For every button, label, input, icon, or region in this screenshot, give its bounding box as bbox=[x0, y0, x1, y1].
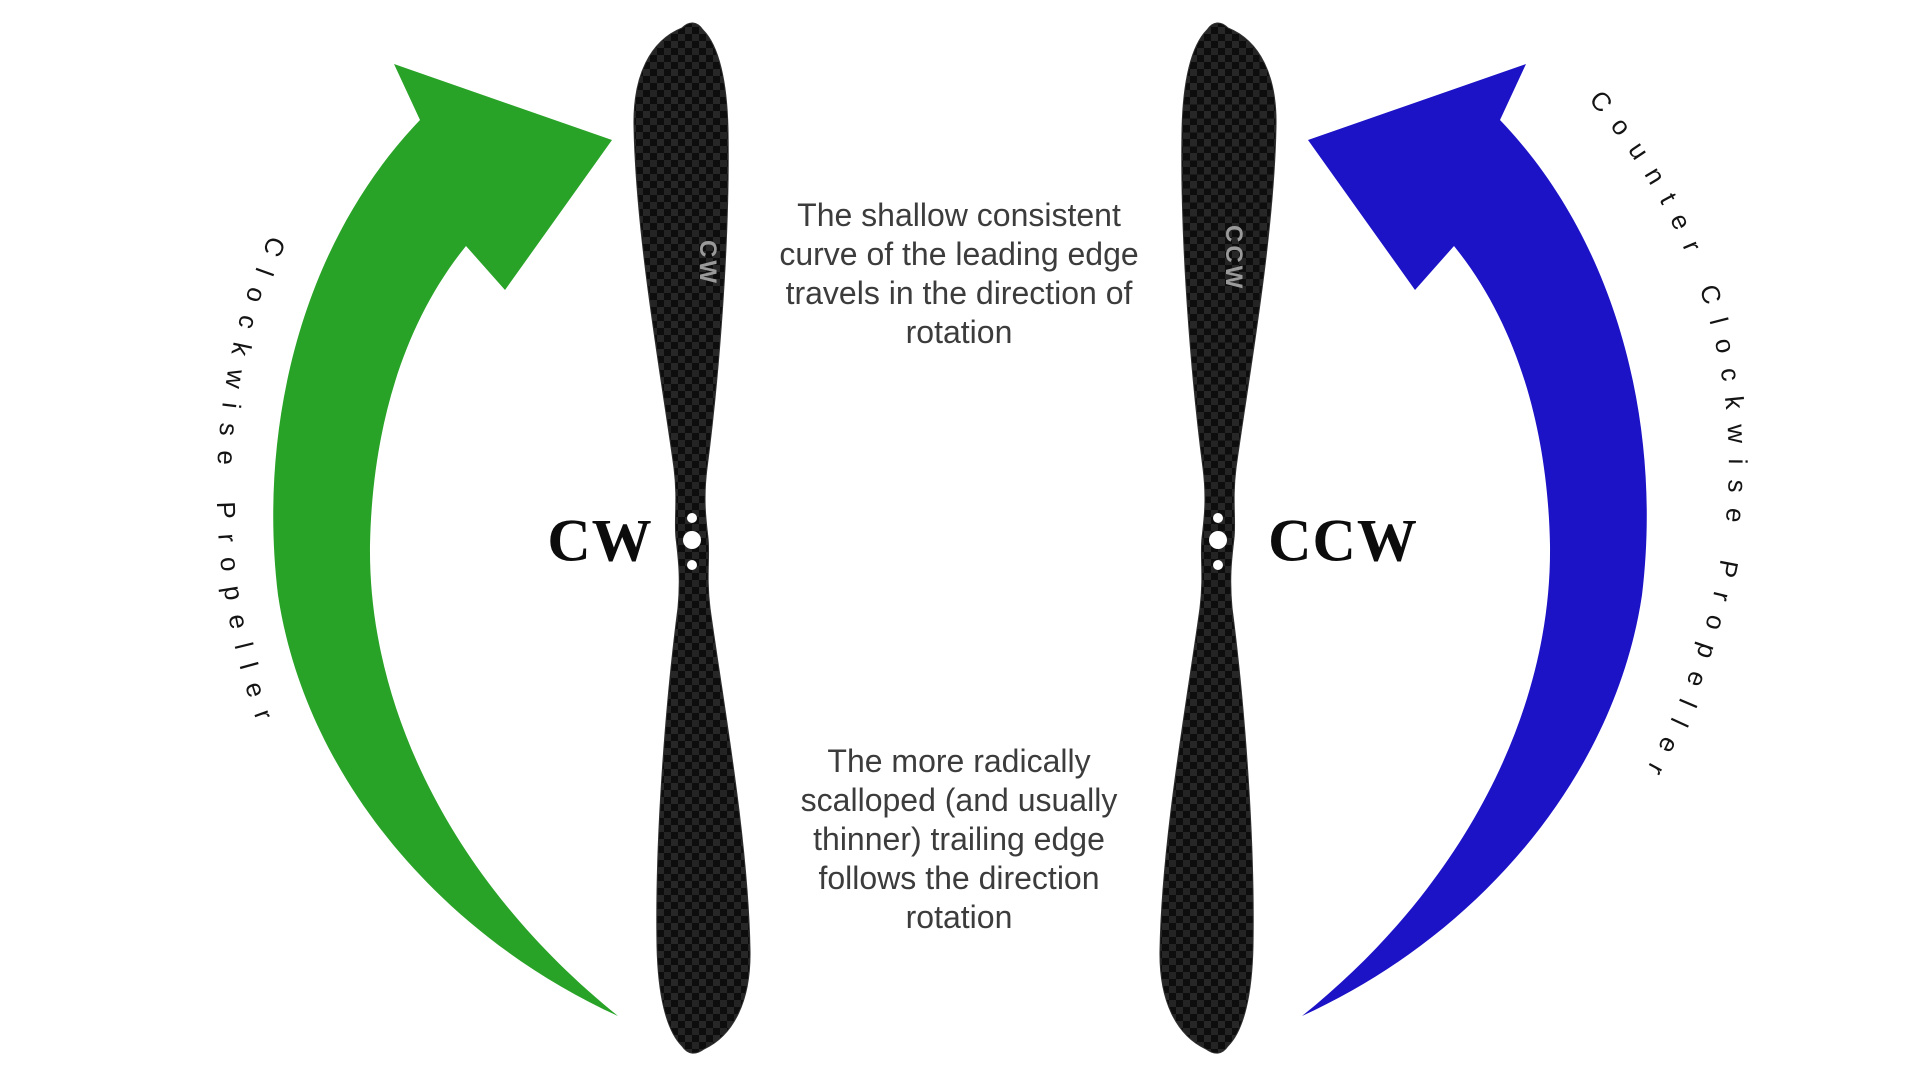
leading-edge-note-line: travels in the direction of bbox=[785, 275, 1133, 311]
trailing-edge-note: The more radically scalloped (and usuall… bbox=[739, 742, 1179, 937]
ccw-hub-dot-center bbox=[1209, 531, 1227, 549]
leading-edge-note-line: curve of the leading edge bbox=[779, 236, 1139, 272]
ccw-blade-marking: CCW bbox=[1220, 225, 1247, 291]
ccw-rotation-arrow-icon bbox=[1302, 64, 1647, 1016]
cw-blade-marking: CW bbox=[694, 240, 721, 286]
ccw-hub-dot-top bbox=[1213, 513, 1223, 523]
cw-title: CW bbox=[547, 507, 653, 574]
cw-hub-dot-bottom bbox=[687, 560, 697, 570]
trailing-edge-note-line: follows the direction bbox=[818, 860, 1100, 896]
ccw-propeller bbox=[1159, 22, 1277, 1054]
cw-hub-dot-center bbox=[683, 531, 701, 549]
ccw-hub-dot-bottom bbox=[1213, 560, 1223, 570]
trailing-edge-note-line: The more radically bbox=[827, 743, 1091, 779]
cw-rotation-arrow-icon bbox=[273, 64, 618, 1016]
cw-propeller bbox=[633, 22, 751, 1054]
trailing-edge-note-line: scalloped (and usually bbox=[800, 782, 1118, 818]
leading-edge-note: The shallow consistent curve of the lead… bbox=[739, 196, 1179, 352]
leading-edge-note-line: The shallow consistent bbox=[797, 197, 1121, 233]
trailing-edge-note-line: thinner) trailing edge bbox=[813, 821, 1105, 857]
ccw-title: CCW bbox=[1268, 507, 1418, 574]
cw-hub-dot-top bbox=[687, 513, 697, 523]
leading-edge-note-line: rotation bbox=[905, 314, 1013, 350]
trailing-edge-note-line: rotation bbox=[905, 899, 1013, 935]
